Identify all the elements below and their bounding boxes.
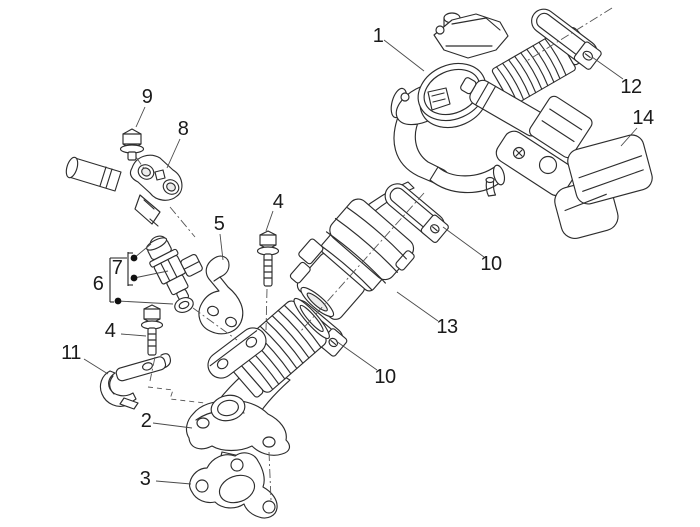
part-clamp-12 (531, 8, 602, 70)
part-manifold-2 (185, 297, 330, 465)
part-stud-4-upper (256, 230, 280, 287)
part-bolt-9 (119, 128, 145, 161)
part-injector (146, 237, 203, 302)
callout-overlay (83, 7, 638, 501)
kit-dot (114, 297, 122, 305)
part-stud-4-lower (140, 304, 164, 356)
part-fitting-8 (65, 154, 183, 227)
part-oring-lower (174, 297, 194, 313)
part-sleeve-13 (289, 198, 415, 320)
kit-dot (130, 274, 138, 282)
part-clamp-10-upper (384, 183, 449, 243)
part-bracket-5 (198, 255, 244, 335)
part-clip-11 (99, 353, 172, 410)
part-gasket-3 (189, 452, 278, 519)
part-cover-14 (554, 134, 653, 239)
part-throttle-body-assembly (359, 12, 593, 218)
kit-dot (130, 254, 138, 262)
